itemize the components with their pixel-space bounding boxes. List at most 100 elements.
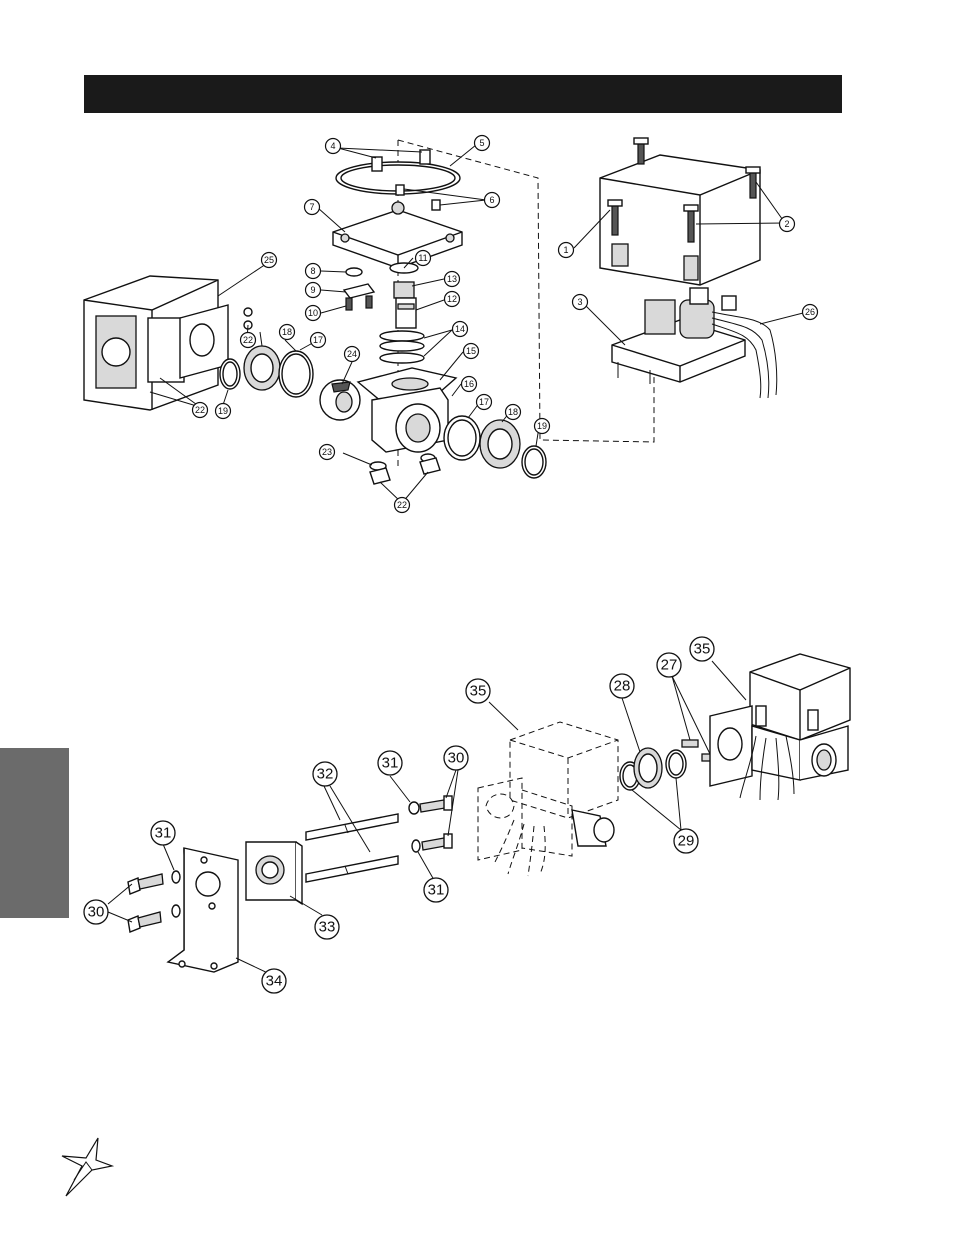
side-tab [0, 748, 69, 918]
svg-text:1: 1 [563, 245, 568, 255]
svg-text:22: 22 [243, 335, 253, 345]
bottom-callouts: 27 28 29 30 30 31 31 31 32 33 34 35 35 [83, 636, 715, 994]
svg-text:34: 34 [266, 973, 283, 990]
callout-35-right: 35 [689, 636, 715, 662]
svg-text:3: 3 [577, 297, 582, 307]
svg-text:15: 15 [466, 346, 476, 356]
header-bar [84, 75, 842, 113]
svg-text:30: 30 [88, 904, 105, 921]
callout-31-upper: 31 [377, 750, 403, 776]
callout-32: 32 [312, 761, 338, 787]
svg-text:19: 19 [537, 421, 547, 431]
bracket-bolts [127, 870, 181, 933]
callout-29: 29 [673, 828, 699, 854]
callout-12: 12 [443, 290, 461, 308]
callout-2: 2 [778, 215, 796, 233]
stem-stack [342, 262, 425, 364]
svg-text:22: 22 [397, 500, 407, 510]
svg-text:17: 17 [479, 397, 489, 407]
right-seals [443, 415, 547, 479]
valve-cover-plate [332, 149, 463, 269]
svg-text:23: 23 [322, 447, 332, 457]
callout-6: 6 [483, 191, 501, 209]
callout-11: 11 [414, 249, 432, 267]
callout-3: 3 [571, 293, 589, 311]
wire-harness [711, 295, 778, 399]
callout-25: 25 [260, 251, 278, 269]
svg-text:31: 31 [428, 882, 445, 899]
callout-15: 15 [462, 342, 480, 360]
svg-text:24: 24 [347, 349, 357, 359]
actuator-cover [599, 137, 761, 286]
svg-text:28: 28 [614, 678, 631, 695]
callout-27: 27 [656, 652, 682, 678]
valve-ball [319, 379, 361, 421]
callout-1: 1 [557, 241, 575, 259]
callout-24: 24 [343, 345, 361, 363]
svg-text:31: 31 [155, 825, 172, 842]
svg-text:25: 25 [264, 255, 274, 265]
callout-16: 16 [460, 375, 478, 393]
callout-19-left: 19 [214, 402, 232, 420]
callout-8: 8 [304, 262, 322, 280]
callout-34: 34 [261, 968, 287, 994]
callout-23: 23 [318, 443, 336, 461]
tie-rods [305, 813, 399, 883]
callout-7: 7 [303, 198, 321, 216]
callout-22-left: 22 [191, 401, 209, 419]
svg-text:11: 11 [418, 253, 427, 263]
callout-31-lower: 31 [423, 877, 449, 903]
callout-17-right: 17 [475, 393, 493, 411]
svg-text:18: 18 [282, 327, 292, 337]
callout-19-right: 19 [533, 417, 551, 435]
svg-text:16: 16 [464, 379, 474, 389]
svg-text:17: 17 [313, 335, 323, 345]
svg-text:9: 9 [310, 285, 315, 295]
svg-text:31: 31 [382, 755, 399, 772]
callout-13: 13 [443, 270, 461, 288]
svg-text:26: 26 [805, 307, 815, 317]
svg-text:22: 22 [195, 405, 205, 415]
svg-text:32: 32 [317, 766, 334, 783]
svg-text:8: 8 [310, 266, 315, 276]
end-connector [83, 275, 314, 411]
svg-text:2: 2 [784, 219, 789, 229]
svg-text:14: 14 [455, 324, 465, 334]
callout-14: 14 [451, 320, 469, 338]
svg-text:4: 4 [330, 141, 335, 151]
cover-screws [607, 137, 761, 243]
valve-body [356, 367, 458, 485]
svg-text:19: 19 [218, 406, 228, 416]
bottom-exploded-view: 27 28 29 30 30 31 31 31 32 33 34 35 35 [83, 636, 851, 994]
callout-18-right: 18 [504, 403, 522, 421]
svg-text:18: 18 [508, 407, 518, 417]
svg-text:5: 5 [479, 138, 484, 148]
top-exploded-view: 1 2 3 4 5 6 7 8 9 10 11 12 13 14 15 16 1… [83, 134, 819, 514]
callout-33: 33 [314, 914, 340, 940]
callout-35-left: 35 [465, 678, 491, 704]
callout-22-upper: 22 [239, 331, 257, 349]
actuator-dashed [477, 721, 619, 877]
callout-31-left: 31 [150, 820, 176, 846]
callout-22-bottom: 22 [393, 496, 411, 514]
callout-28: 28 [609, 673, 635, 699]
svg-text:12: 12 [447, 294, 457, 304]
adapter-plate [245, 841, 303, 906]
svg-text:27: 27 [661, 657, 678, 674]
svg-text:35: 35 [694, 641, 711, 658]
callout-17-left: 17 [309, 331, 327, 349]
svg-text:29: 29 [678, 833, 695, 850]
bottom-leader-lines [107, 660, 747, 976]
top-callouts: 1 2 3 4 5 6 7 8 9 10 11 12 13 14 15 16 1… [191, 134, 819, 514]
callout-10: 10 [304, 304, 322, 322]
star-logo-icon [61, 1137, 115, 1197]
svg-text:35: 35 [470, 683, 487, 700]
svg-text:10: 10 [308, 308, 318, 318]
callout-26: 26 [801, 303, 819, 321]
callout-9: 9 [304, 281, 322, 299]
callout-4: 4 [324, 137, 342, 155]
svg-text:33: 33 [319, 919, 336, 936]
svg-text:13: 13 [447, 274, 457, 284]
svg-text:6: 6 [489, 195, 494, 205]
